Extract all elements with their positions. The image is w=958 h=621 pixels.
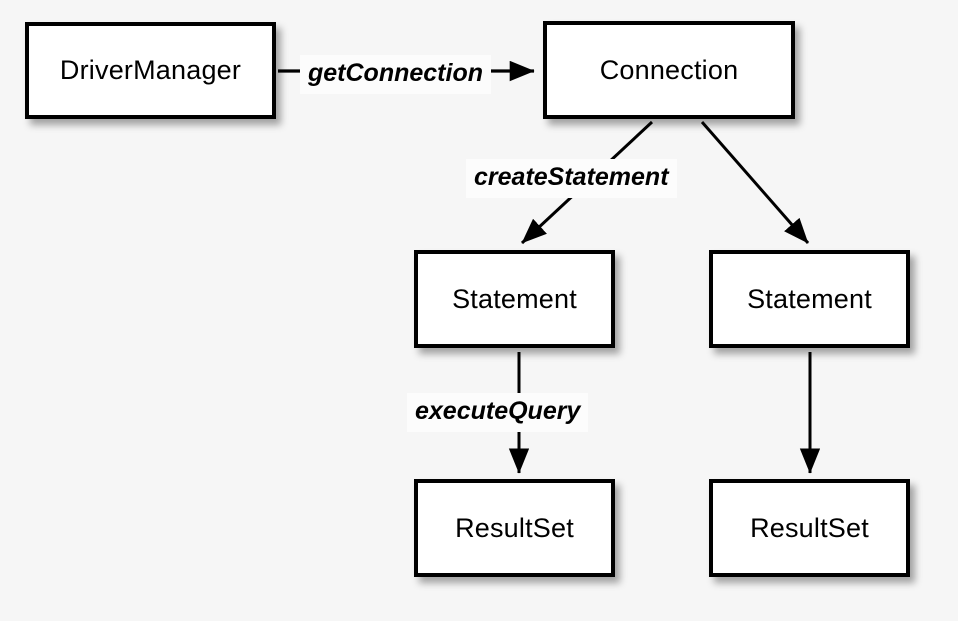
node-driver-manager-label: DriverManager [59,55,242,85]
node-statement-right[interactable]: Statement [709,250,910,348]
node-resultset-right[interactable]: ResultSet [709,479,910,577]
edge-label-execute-query: executeQuery [407,393,589,432]
node-connection-label: Connection [599,54,739,85]
node-resultset-left[interactable]: ResultSet [414,479,615,577]
node-statement-left-label: Statement [452,283,577,314]
node-statement-right-label: Statement [747,283,872,314]
edge-label-get-connection: getConnection [300,55,491,94]
edge-label-create-statement: createStatement [466,159,677,198]
node-connection[interactable]: Connection [543,21,795,119]
edge-create-statement-2-line [700,121,810,244]
node-driver-manager[interactable]: DriverManager [25,22,276,119]
node-statement-left[interactable]: Statement [414,250,615,348]
node-resultset-right-label: ResultSet [750,512,869,543]
node-resultset-left-label: ResultSet [455,512,574,543]
